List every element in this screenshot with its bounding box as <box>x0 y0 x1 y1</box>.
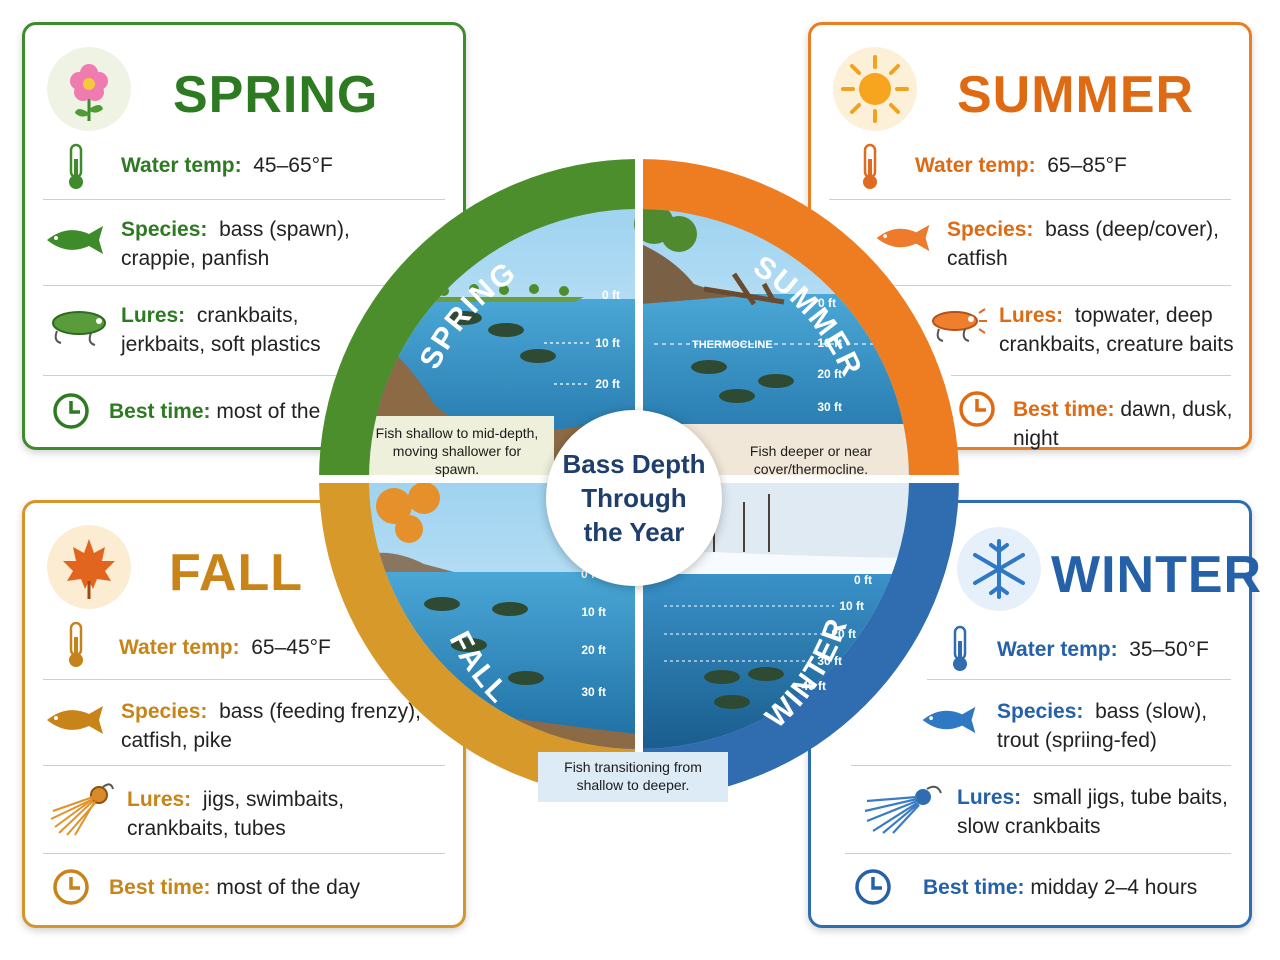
jig-lure-icon <box>50 783 114 836</box>
fall-note: Fish transitioning from shallow to deepe… <box>564 759 702 793</box>
thermometer-icon <box>69 621 83 667</box>
snowflake-icon <box>957 527 1041 611</box>
clock-icon <box>959 391 995 427</box>
center-title: Bass Depth Through the Year <box>562 449 706 547</box>
winter-lures: Lures: small jigs, tube baits, slow cran… <box>957 786 1228 838</box>
fish-icon <box>876 224 930 252</box>
tube-bait-icon <box>864 785 942 834</box>
spring-lures: Lures: crankbaits, jerkbaits, soft plast… <box>121 304 321 356</box>
fall-card: FALL Water temp: 65–45°F Species: bass (… <box>22 500 466 928</box>
winter-depth-0: 0 ft <box>854 573 872 587</box>
winter-best-time: Best time: midday 2–4 hours <box>923 876 1198 899</box>
winter-title: WINTER <box>1051 546 1263 604</box>
winter-species: Species: bass (slow), trout (spriing-fed… <box>997 700 1208 752</box>
fish-icon <box>47 226 103 254</box>
thermometer-icon <box>863 143 877 189</box>
fish-icon <box>47 706 103 734</box>
flower-icon <box>47 47 131 131</box>
crankbait-lure-icon <box>52 311 106 346</box>
spring-note: Fish shallow to mid-depth, moving shallo… <box>375 425 539 477</box>
spring-card: SPRING Water temp: 45–65°F Species: bass… <box>22 22 466 450</box>
fall-water-temp: Water temp: 65–45°F <box>119 636 331 659</box>
clock-icon <box>53 869 89 905</box>
thermometer-icon <box>953 625 967 671</box>
summer-depth-20: 20 ft <box>817 367 842 381</box>
fall-depth-30: 30 ft <box>581 685 606 699</box>
winter-water-temp: Water temp: 35–50°F <box>997 638 1209 661</box>
fall-lures: Lures: jigs, swimbaits, crankbaits, tube… <box>127 788 345 840</box>
winter-depth-40: 40 ft <box>801 679 826 693</box>
fall-best-time: Best time: most of the day <box>109 876 360 899</box>
fall-depth-20: 20 ft <box>581 643 606 657</box>
summer-title: SUMMER <box>957 66 1195 124</box>
spring-depth-0: 0 ft <box>602 288 620 302</box>
thermocline-label: THERMOCLINE <box>692 339 773 351</box>
winter-depth-20: 20 ft <box>831 627 856 641</box>
thermometer-icon <box>69 143 83 189</box>
spring-depth-10: 10 ft <box>595 336 620 350</box>
winter-depth-30: 30 ft <box>817 654 842 668</box>
summer-depth-0: 0 ft <box>818 296 836 310</box>
summer-species: Species: bass (deep/cover), catfish <box>947 218 1219 270</box>
summer-note: Fish deeper or near cover/thermocline. <box>749 443 873 477</box>
fall-title: FALL <box>169 544 303 602</box>
spring-water-temp: Water temp: 45–65°F <box>121 154 333 177</box>
summer-best-time: Best time: dawn, dusk, night <box>1013 398 1233 450</box>
spring-depth-20: 20 ft <box>595 377 620 391</box>
fall-depth-10: 10 ft <box>581 605 606 619</box>
summer-water-temp: Water temp: 65–85°F <box>915 154 1127 177</box>
spring-title: SPRING <box>173 66 379 124</box>
sun-icon <box>833 47 917 131</box>
winter-depth-10: 10 ft <box>839 599 864 613</box>
fish-icon <box>922 706 976 734</box>
summer-depth-10: 10 ft <box>817 336 842 350</box>
topwater-lure-icon <box>932 308 987 342</box>
summer-lures: Lures: topwater, deep crankbaits, creatu… <box>999 304 1234 356</box>
spring-best-time: Best time: most of the day <box>109 400 360 423</box>
center-title-hub: Bass Depth Through the Year <box>546 410 722 586</box>
summer-depth-30: 30 ft <box>817 400 842 414</box>
fall-species: Species: bass (feeding frenzy), catfish,… <box>121 700 421 752</box>
maple-leaf-icon <box>47 525 131 609</box>
clock-icon <box>855 869 891 905</box>
clock-icon <box>53 393 89 429</box>
spring-species: Species: bass (spawn), crappie, panfish <box>121 218 350 270</box>
